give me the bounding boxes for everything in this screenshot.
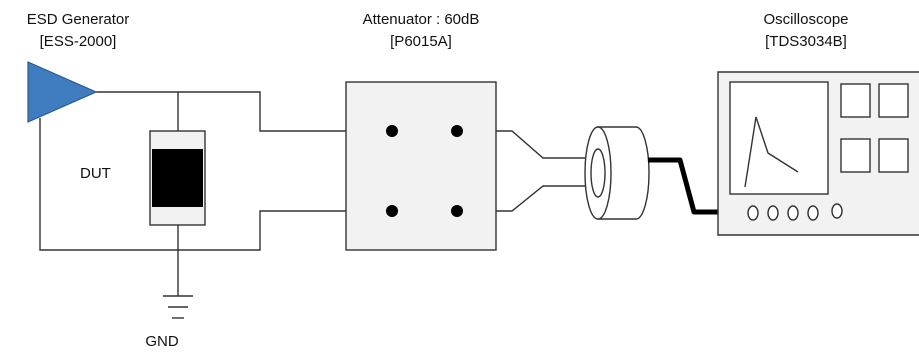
scope-input-connector	[767, 205, 779, 221]
coaxial-cable-icon	[584, 126, 650, 220]
triangle-source-icon	[27, 61, 98, 123]
scope-panel-button	[840, 138, 871, 173]
oscilloscope-screen	[729, 81, 829, 195]
scope-input-connector	[807, 205, 819, 221]
oscilloscope	[717, 71, 919, 236]
attenuator-terminal-out-bottom	[451, 205, 463, 217]
return-wire-bottom	[39, 118, 390, 251]
esd-generator-title: ESD Generator	[27, 11, 130, 28]
circuit-wires	[39, 91, 598, 296]
coax-end-inner	[590, 148, 606, 198]
scope-panel-button	[878, 83, 909, 118]
oscilloscope-title: Oscilloscope	[763, 11, 848, 28]
attenuator-box	[345, 81, 497, 251]
gnd-label: GND	[145, 333, 179, 350]
coax-sleeve	[597, 126, 650, 220]
dut-body	[152, 149, 203, 207]
scope-panel-button	[878, 138, 909, 173]
attenuator-model: [P6015A]	[390, 33, 452, 50]
attenuator-terminal-in-top	[386, 125, 398, 137]
scope-input-connector	[787, 205, 799, 221]
dut-label: DUT	[80, 165, 111, 182]
scope-input-connector	[747, 205, 759, 221]
scope-input-connector	[831, 203, 843, 219]
attenuator-terminal-out-top	[451, 125, 463, 137]
dut-component	[149, 130, 206, 226]
attenuator-terminal-in-bottom	[386, 205, 398, 217]
ground-icon	[163, 295, 193, 319]
esd-generator-model: [ESS-2000]	[40, 33, 117, 50]
waveform-trace	[744, 116, 799, 188]
attenuator-title: Attenuator : 60dB	[363, 11, 480, 28]
scope-panel-button	[840, 83, 871, 118]
oscilloscope-model: [TDS3034B]	[765, 33, 847, 50]
